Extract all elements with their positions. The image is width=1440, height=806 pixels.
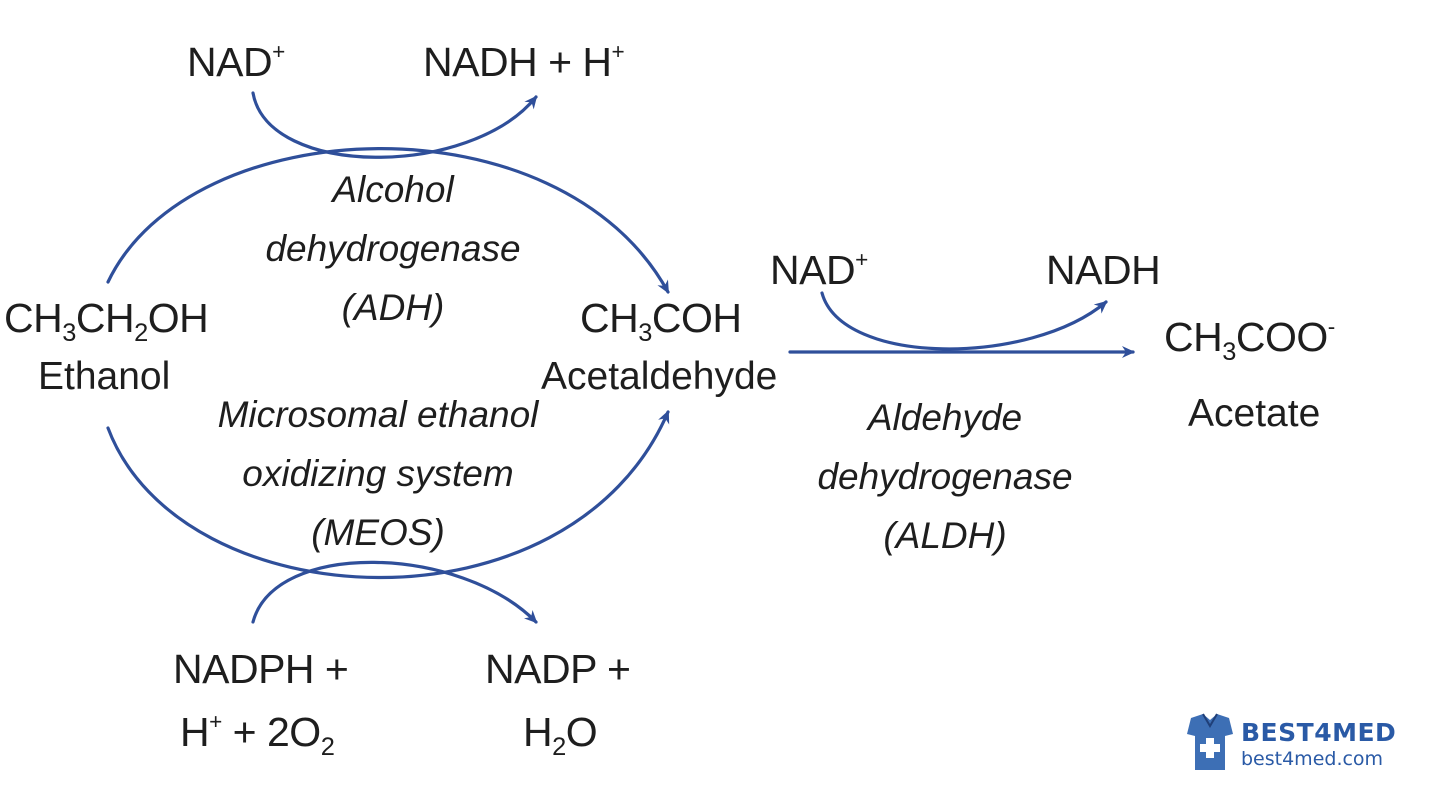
- meos-cofactor-nadp-line1: NADP +: [485, 646, 631, 692]
- enzyme-meos-label: Microsomal ethanol oxidizing system (MEO…: [217, 394, 539, 554]
- logo-mark-icon: [1187, 713, 1233, 770]
- adh-cofactor-nadh: NADH + H+: [423, 39, 625, 85]
- meos-cofactor-nadph-line2: H+ + 2O2: [180, 709, 335, 761]
- enzyme-adh-label: Alcohol dehydrogenase (ADH): [265, 169, 521, 329]
- aldh-cofactor-nad: NAD+: [770, 247, 868, 293]
- ethanol-name: Ethanol: [38, 355, 171, 398]
- adh-cofactor-arrow: [251, 91, 538, 159]
- acetate-name: Acetate: [1188, 392, 1321, 435]
- aldh-cofactor-nadh: NADH: [1046, 247, 1161, 293]
- meos-cofactor-arrow: [251, 560, 538, 624]
- ethanol-formula: CH3CH2OH: [4, 295, 209, 347]
- acetaldehyde-formula: CH3COH: [580, 295, 742, 347]
- meos-cofactor-nadph-line1: NADPH +: [173, 646, 349, 692]
- acetate-formula: CH3COO-: [1164, 314, 1335, 366]
- aldh-cofactor-arrow: [820, 291, 1108, 351]
- adh-arrow: [106, 147, 670, 294]
- acetaldehyde-name: Acetaldehyde: [541, 355, 778, 398]
- adh-cofactor-nad: NAD+: [187, 39, 285, 85]
- meos-cofactor-nadp-line2: H2O: [523, 709, 598, 761]
- meos-arrow: [106, 410, 670, 580]
- best4med-logo: BEST4MED best4med.com: [1183, 712, 1413, 776]
- logo-site-text: best4med.com: [1241, 748, 1384, 770]
- logo-brand-text: BEST4MED: [1241, 718, 1397, 747]
- enzyme-aldh-label: Aldehyde dehydrogenase (ALDH): [817, 397, 1073, 557]
